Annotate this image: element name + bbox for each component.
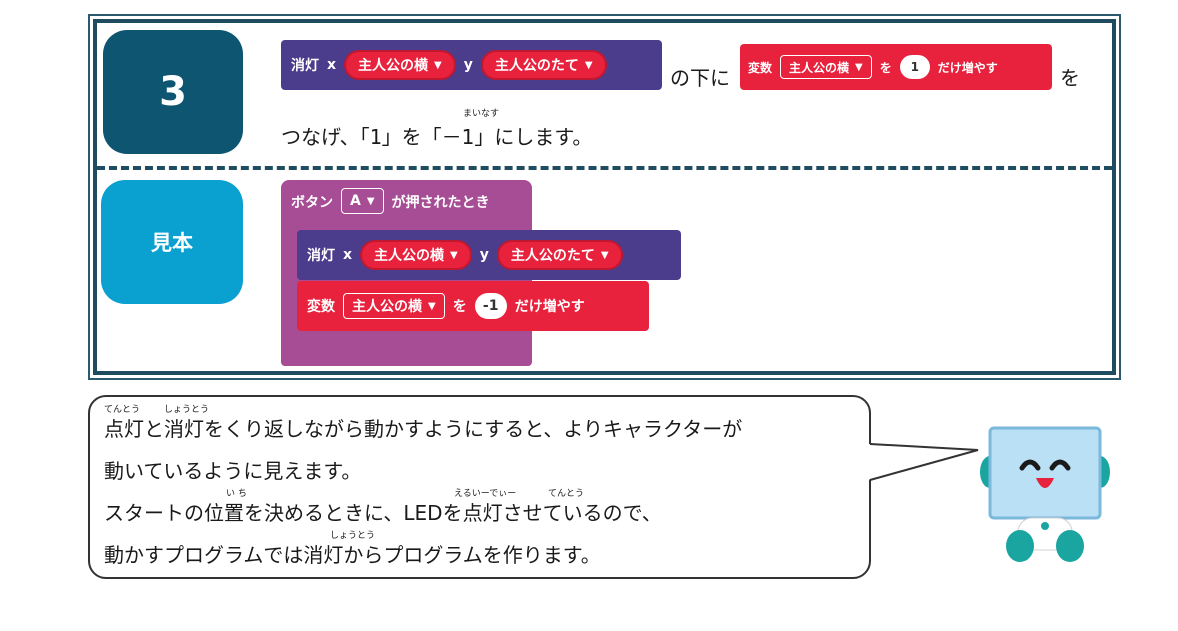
sample-badge: 見本 (101, 180, 243, 304)
x-variable-name: 主人公の横 (358, 58, 429, 74)
change-tail-label: だけ増やす (514, 299, 585, 315)
robot-character-icon (980, 426, 1110, 562)
step-unplot-block[interactable]: 消灯 x 主人公の横 ▼ y 主人公のたて ▼ (281, 40, 662, 90)
section-divider (97, 166, 1112, 170)
y-variable-name: 主人公のたて (494, 58, 579, 74)
y-variable-dropdown[interactable]: 主人公のたて ▼ (496, 240, 623, 270)
variable-dropdown[interactable]: 主人公の横 ▼ (343, 293, 445, 319)
dropdown-arrow-icon: ▼ (584, 59, 593, 71)
ruby-minus: まいなす (463, 109, 500, 119)
bubble-line-3: スタートの位置を決めるときに、LEDを点灯させているので、 (104, 501, 662, 525)
step-frame-inner (93, 19, 1116, 375)
ruby-shoutou: しょうとう (164, 405, 210, 415)
sample-change-variable-block[interactable]: 変数 主人公の横 ▼ を -1 だけ増やす (297, 281, 649, 331)
dropdown-arrow-icon: ▼ (366, 195, 375, 207)
dropdown-arrow-icon: ▼ (434, 59, 442, 71)
value-input[interactable]: -1 (474, 293, 507, 319)
bubble-line-4: 動かすプログラムでは消灯からプログラムを作ります。 (104, 543, 601, 567)
dropdown-arrow-icon: ▼ (855, 61, 863, 73)
speech-bubble (88, 395, 871, 579)
ruby-led: えるいーでぃー (454, 489, 517, 499)
variable-name: 主人公の横 (789, 60, 850, 75)
bubble-line-2: 動いているように見えます。 (104, 459, 362, 483)
event-text-pressed: が押されたとき (391, 195, 490, 211)
value-input[interactable]: 1 (899, 55, 930, 79)
line2-part-c: 」にします。 (474, 125, 593, 149)
button-name: A (350, 193, 361, 209)
variable-keyword: 変数 (748, 60, 773, 75)
bubble-line-1: 点灯と消灯をくり返しながら動かすようにすると、よりキャラクターが (104, 417, 743, 441)
step-number-badge: 3 (103, 30, 243, 154)
ruby-ichi: い ち (226, 489, 247, 499)
y-variable-name: 主人公のたて (510, 248, 595, 264)
step-text-wo: を (1060, 66, 1080, 90)
speech-bubble-tail (868, 443, 979, 481)
step-frame-outer (88, 14, 1121, 380)
y-label: y (479, 247, 489, 263)
step-instruction-line2: つなげ、「1」を「－1」にします。 (281, 121, 592, 150)
line2-negative-one: －1 (441, 125, 475, 149)
ruby-tentou-2: てんとう (548, 489, 585, 499)
x-variable-dropdown[interactable]: 主人公の横 ▼ (344, 50, 456, 80)
x-variable-dropdown[interactable]: 主人公の横 ▼ (360, 240, 472, 270)
sample-unplot-block[interactable]: 消灯 x 主人公の横 ▼ y 主人公のたて ▼ (297, 230, 681, 280)
y-label: y (463, 57, 473, 73)
button-dropdown[interactable]: A▼ (341, 188, 384, 214)
x-variable-name: 主人公の横 (374, 248, 445, 264)
unplot-keyword: 消灯 (291, 58, 319, 74)
dropdown-arrow-icon: ▼ (450, 249, 458, 261)
variable-dropdown[interactable]: 主人公の横 ▼ (780, 55, 872, 79)
line2-one: 1 (369, 125, 382, 149)
variable-name: 主人公の横 (352, 299, 422, 315)
line2-part-a: つなげ、「 (281, 125, 370, 149)
unplot-keyword: 消灯 (307, 248, 335, 264)
y-variable-dropdown[interactable]: 主人公のたて ▼ (480, 50, 607, 80)
x-label: x (327, 57, 337, 73)
event-text-button: ボタン (291, 195, 333, 211)
step-text-under: の下に (670, 66, 730, 90)
dropdown-arrow-icon: ▼ (428, 300, 436, 312)
wo-label: を (879, 60, 892, 75)
dropdown-arrow-icon: ▼ (600, 249, 609, 261)
line2-part-b: 」を「 (381, 125, 442, 149)
change-tail-label: だけ増やす (937, 60, 998, 75)
ruby-tentou: てんとう (104, 405, 141, 415)
wo-label: を (452, 299, 467, 315)
variable-keyword: 変数 (307, 299, 335, 315)
x-label: x (343, 247, 353, 263)
step-change-variable-block[interactable]: 変数 主人公の横 ▼ を 1 だけ増やす (740, 44, 1052, 90)
ruby-shoutou-2: しょうとう (330, 531, 376, 541)
